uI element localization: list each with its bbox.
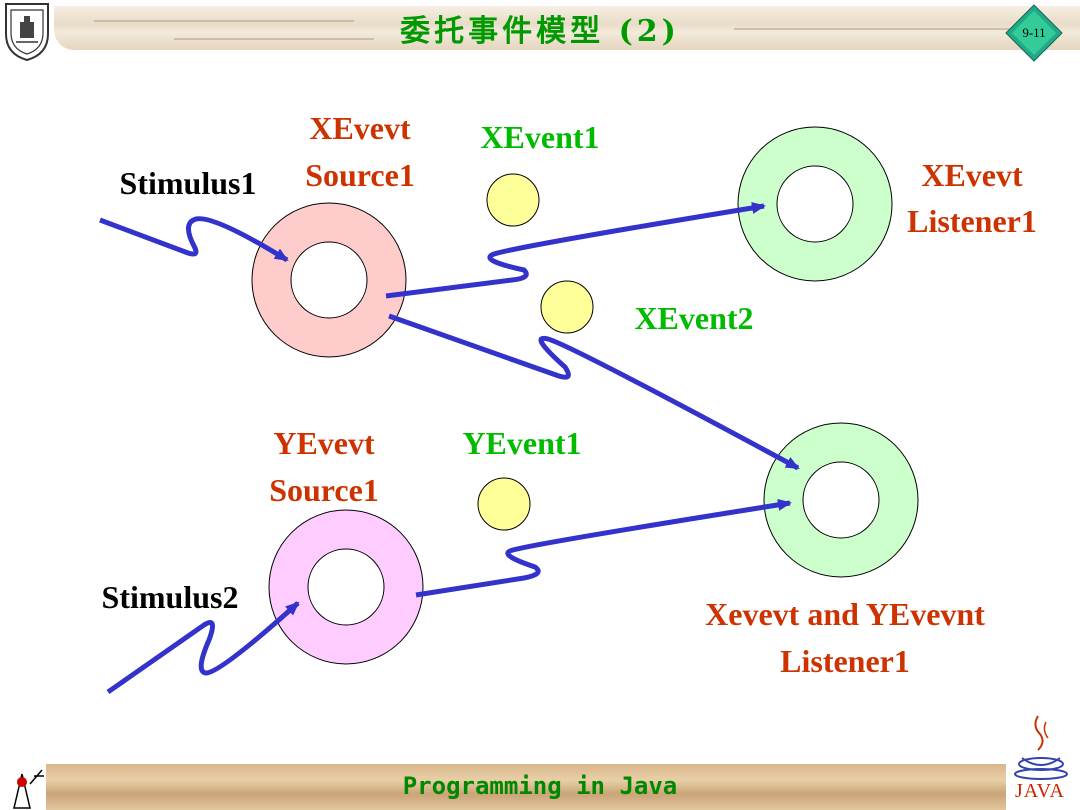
x-event-listener-ring <box>737 126 893 282</box>
y-event1-arrow <box>415 498 792 598</box>
stimulus2-arrow <box>106 601 300 695</box>
x-event2-object <box>540 280 594 334</box>
y-source-label-line1: YEvevt <box>273 425 375 461</box>
x-listener-label-line2: Listener1 <box>907 203 1037 239</box>
slide-number-badge: 9-11 <box>1004 3 1064 63</box>
slide-number: 9-11 <box>1022 25 1046 40</box>
xy-event-listener-ring <box>763 422 919 578</box>
x-event1-arrow <box>385 202 766 299</box>
x-event-source-ring <box>251 202 407 358</box>
x-event2-arrow <box>388 313 800 471</box>
java-coffee-cup-icon <box>1014 715 1068 780</box>
x-event1-object <box>486 173 540 227</box>
x-source-label-line2: Source1 <box>305 157 415 193</box>
footer-text: Programming in Java <box>402 772 678 800</box>
xy-listener-label-line1: Xevevt and YEvevnt <box>705 596 985 632</box>
header-band <box>54 6 1080 50</box>
diamond-icon <box>1005 4 1063 62</box>
slide-title: 委托事件模型 (2) <box>400 14 680 49</box>
y-event1-label: YEvent1 <box>462 425 582 461</box>
x-listener-label-line1: XEvevt <box>921 157 1023 193</box>
java-logo-text: JAVA <box>1015 780 1065 802</box>
stimulus1-label: Stimulus1 <box>119 165 257 201</box>
stimulus2-label: Stimulus2 <box>101 579 239 615</box>
stimulus1-arrow <box>99 216 289 263</box>
slide-footer: Programming in Java <box>0 764 1080 810</box>
slide-header: 委托事件模型 (2) 9-11 <box>0 0 1080 62</box>
x-event1-label: XEvent1 <box>480 119 600 155</box>
y-source-label-line2: Source1 <box>269 472 379 508</box>
footer-band <box>46 764 1006 810</box>
y-event1-object <box>477 477 531 531</box>
event-model-diagram: Stimulus1 Stimulus2 XEvevt Source1 YEvev… <box>0 60 1080 760</box>
diagram-canvas <box>99 126 919 695</box>
x-source-label-line1: XEvevt <box>309 110 411 146</box>
xy-listener-label-line2: Listener1 <box>780 643 910 679</box>
duke-mascot-icon <box>13 769 44 809</box>
x-event2-label: XEvent2 <box>634 300 754 336</box>
y-event-source-ring <box>268 509 424 665</box>
university-seal-icon <box>5 3 49 62</box>
